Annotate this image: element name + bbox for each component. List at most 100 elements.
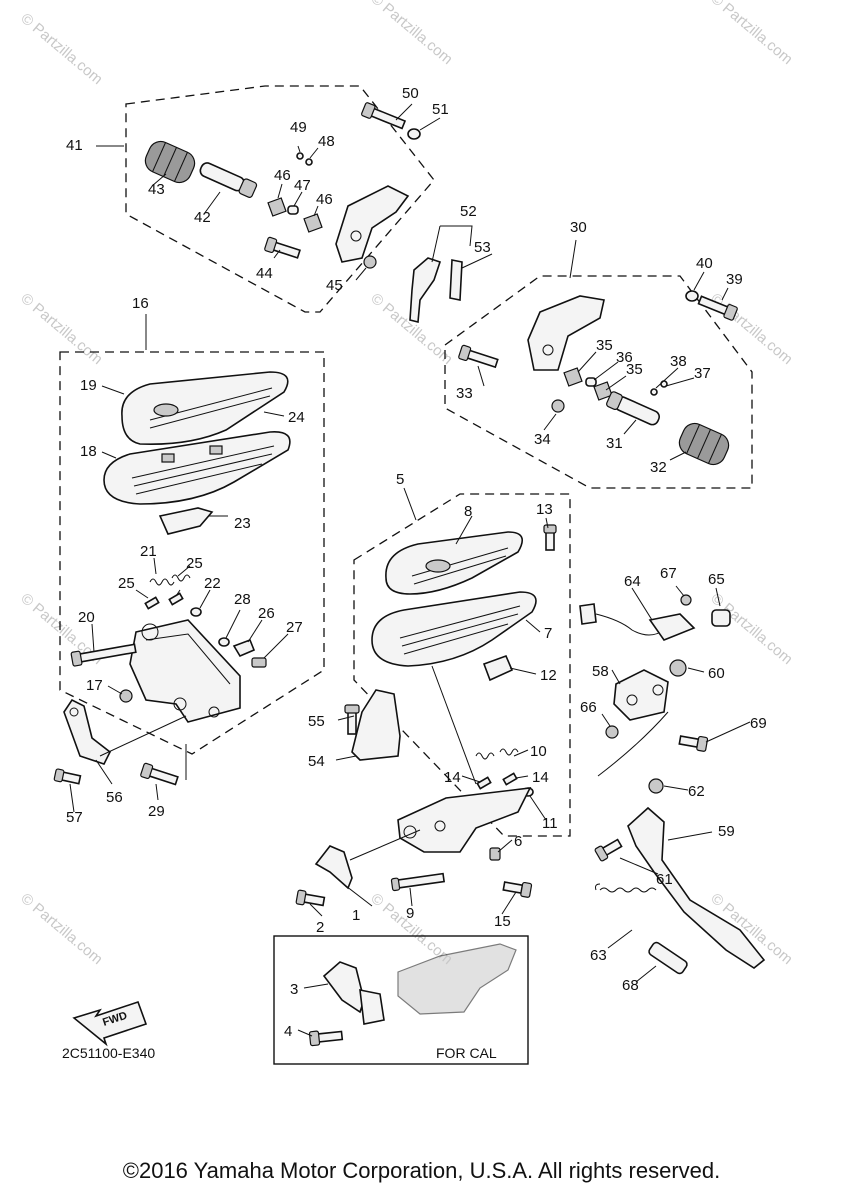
- fwd-arrow: FWD: [72, 1000, 148, 1047]
- spring-21: [149, 578, 175, 586]
- callout-67: 67: [660, 565, 677, 582]
- grip-43: [144, 140, 196, 184]
- callout-30: 30: [570, 219, 587, 236]
- callout-66: 66: [580, 699, 597, 716]
- watermark: © Partzilla.com: [367, 0, 455, 68]
- callout-59: 59: [718, 823, 735, 840]
- peg-shaft-31: [606, 391, 660, 426]
- group-41-assembly: [125, 85, 435, 313]
- callout-14a: 14: [444, 769, 461, 786]
- bolt-15: [502, 881, 533, 898]
- bolt-69: [678, 735, 709, 752]
- callout-45: 45: [326, 277, 343, 294]
- callout-24: 24: [288, 409, 305, 426]
- group-16-assembly: [53, 351, 325, 786]
- diagram-code: 2C51100-E340: [62, 1045, 155, 1061]
- bolt-4: [308, 1030, 344, 1047]
- callout-44: 44: [256, 265, 273, 282]
- callout-38: 38: [670, 353, 687, 370]
- callout-35b: 35: [626, 361, 643, 378]
- callout-47: 47: [294, 177, 311, 194]
- callout-25a: 25: [118, 575, 135, 592]
- watermark: © Partzilla.com: [707, 590, 795, 668]
- for-cal-label: FOR CAL: [436, 1045, 497, 1061]
- bolt-20: [70, 643, 137, 667]
- callout-3: 3: [290, 981, 298, 998]
- callout-32: 32: [650, 459, 667, 476]
- callout-19: 19: [80, 377, 97, 394]
- leader-lines: [69, 103, 751, 1037]
- callout-50: 50: [402, 85, 419, 102]
- callout-16: 16: [132, 295, 149, 312]
- callout-57: 57: [66, 809, 83, 826]
- bolt-50: [361, 102, 407, 130]
- callout-60: 60: [708, 665, 725, 682]
- callout-26: 26: [258, 605, 275, 622]
- pin-9: [390, 872, 446, 892]
- bolt-39: [697, 295, 738, 321]
- callout-7: 7: [544, 625, 552, 642]
- sleeve-68: [648, 941, 688, 975]
- bolt-13: [543, 524, 557, 551]
- callout-46b: 46: [316, 191, 333, 208]
- grip-32: [678, 422, 730, 466]
- callout-2: 2: [316, 919, 324, 936]
- callout-25b: 25: [186, 555, 203, 572]
- callout-63: 63: [590, 947, 607, 964]
- group-5-assembly: [295, 493, 571, 907]
- callout-65: 65: [708, 571, 725, 588]
- callout-69: 69: [750, 715, 767, 732]
- callout-14b: 14: [532, 769, 549, 786]
- callout-53: 53: [474, 239, 491, 256]
- callout-28: 28: [234, 591, 251, 608]
- callout-15: 15: [494, 913, 511, 930]
- callout-4: 4: [284, 1023, 292, 1040]
- callout-55: 55: [308, 713, 325, 730]
- callout-22: 22: [204, 575, 221, 592]
- callout-23: 23: [234, 515, 251, 532]
- callout-54: 54: [308, 753, 325, 770]
- watermark: © Partzilla.com: [17, 290, 105, 368]
- watermark: © Partzilla.com: [707, 0, 795, 68]
- callout-33: 33: [456, 385, 473, 402]
- bolt-61: [594, 838, 623, 862]
- watermark: © Partzilla.com: [17, 10, 105, 88]
- copyright-notice: ©2016 Yamaha Motor Corporation, U.S.A. A…: [122, 1158, 721, 1183]
- callout-49: 49: [290, 119, 307, 136]
- spring-21b: [171, 574, 191, 582]
- bolt-33: [458, 344, 499, 369]
- callout-27: 27: [286, 619, 303, 636]
- callout-29: 29: [148, 803, 165, 820]
- callout-18: 18: [80, 443, 97, 460]
- bolt-2: [295, 889, 326, 907]
- callout-37: 37: [694, 365, 711, 382]
- callout-58: 58: [592, 663, 609, 680]
- callout-9: 9: [406, 905, 414, 922]
- sidestand-group: [579, 594, 766, 975]
- callout-64: 64: [624, 573, 641, 590]
- callout-8: 8: [464, 503, 472, 520]
- callout-46a: 46: [274, 167, 291, 184]
- bracket-52: [409, 225, 473, 324]
- bolt-29: [140, 762, 179, 786]
- callout-56: 56: [106, 789, 123, 806]
- callout-11: 11: [542, 815, 558, 832]
- callout-35a: 35: [596, 337, 613, 354]
- callout-34: 34: [534, 431, 551, 448]
- callout-51: 51: [432, 101, 449, 118]
- callout-62: 62: [688, 783, 705, 800]
- callout-42: 42: [194, 209, 211, 226]
- callout-5: 5: [396, 471, 404, 488]
- group-30-assembly: [444, 275, 753, 489]
- callout-36: 36: [616, 349, 633, 366]
- callout-31: 31: [606, 435, 623, 452]
- callout-17: 17: [86, 677, 103, 694]
- callout-13: 13: [536, 501, 553, 518]
- parts-diagram: © Partzilla.com © Partzilla.com © Partzi…: [17, 0, 796, 1065]
- callout-41: 41: [66, 137, 83, 154]
- callout-48: 48: [318, 133, 335, 150]
- callout-39: 39: [726, 271, 743, 288]
- callout-6: 6: [514, 833, 522, 850]
- callout-40: 40: [696, 255, 713, 272]
- callout-12: 12: [540, 667, 557, 684]
